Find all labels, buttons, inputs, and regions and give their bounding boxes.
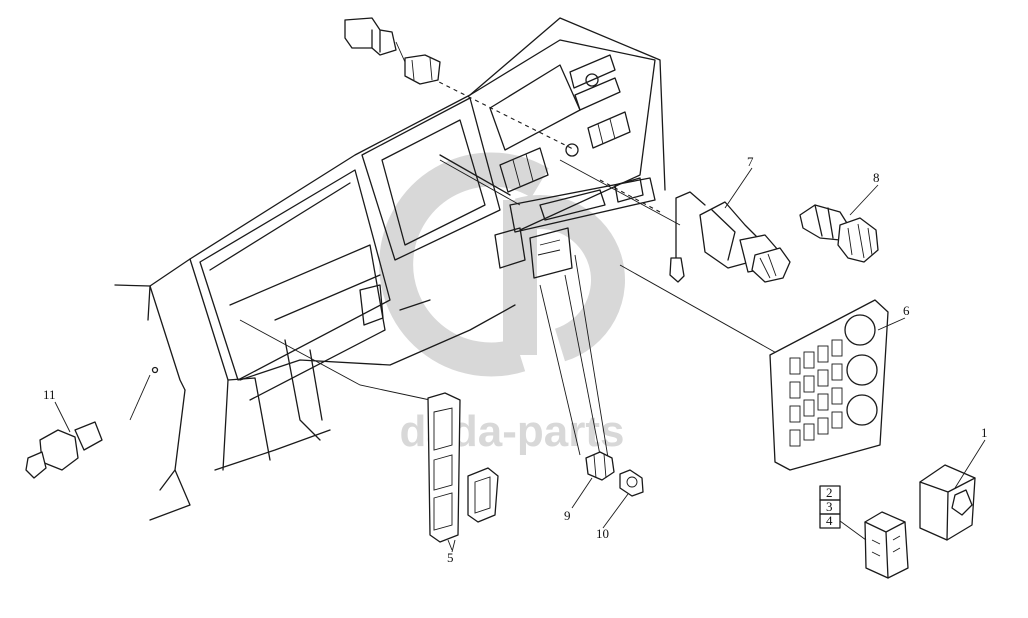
part-1-rocker-switch — [919, 464, 976, 541]
callout-2: 2 — [826, 485, 833, 500]
callout-1: 1 — [981, 425, 988, 440]
watermark-logo — [379, 152, 625, 377]
bulb-socket-top — [344, 17, 441, 85]
leader-lines — [129, 74, 781, 471]
callout-11: 11 — [43, 387, 56, 402]
part-7-cigar-lighter — [669, 191, 791, 283]
part-8-lighter-knob — [799, 204, 879, 263]
part-10-bulb — [619, 469, 644, 497]
callout-6: 6 — [903, 303, 910, 318]
callout-9: 9 — [564, 508, 571, 523]
watermark: dada-parts — [379, 152, 625, 456]
callout-5: 5 — [447, 550, 454, 565]
callout-8: 8 — [873, 170, 880, 185]
part-2-3-4-switch-module — [819, 485, 909, 579]
callout-leaders — [54, 167, 986, 553]
callout-7: 7 — [747, 154, 754, 169]
part-11-connector — [25, 366, 159, 479]
callout-4: 4 — [826, 513, 833, 528]
part-6-switch-panel — [769, 299, 889, 471]
callout-3: 3 — [826, 499, 833, 514]
part-9-bulb-holder — [585, 451, 615, 481]
callout-labels: 1 2 3 4 5 6 7 8 9 10 11 — [43, 154, 988, 565]
part-5-switch-bezel — [427, 392, 499, 551]
dashboard-panel — [114, 17, 666, 521]
callout-10: 10 — [596, 526, 609, 541]
